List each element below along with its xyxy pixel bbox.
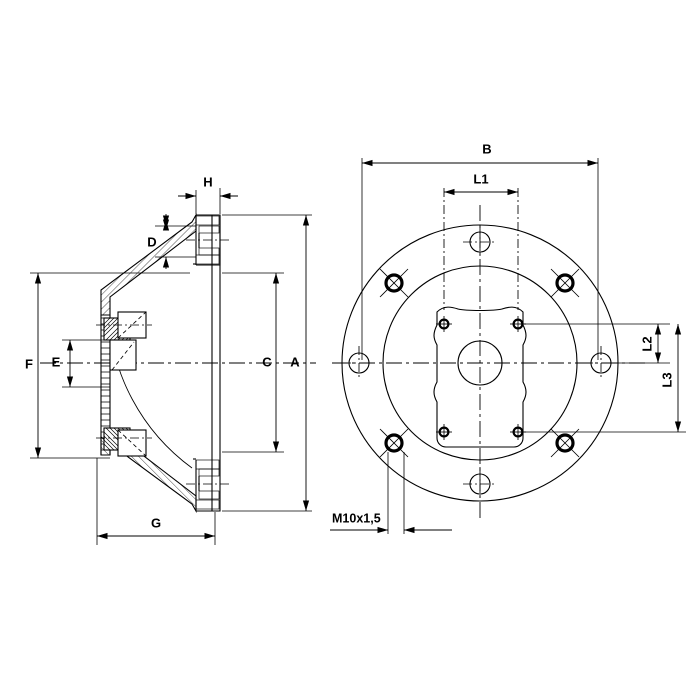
dimension-label-L2: L2 [639, 336, 654, 351]
dimension-G: G [96, 458, 216, 545]
plain-hole-top [463, 225, 497, 259]
dimension-D: D [147, 214, 196, 269]
threaded-hole-bottom-right [550, 428, 580, 458]
dimension-L3: L3 [520, 324, 686, 433]
cross-section-view: H D F E C [25, 174, 316, 545]
plain-hole-left [342, 346, 376, 380]
threaded-hole-top-right [550, 268, 580, 298]
dimension-label-H: H [203, 174, 212, 189]
dimension-label-E: E [52, 354, 61, 369]
dimension-L1: L1 [443, 171, 519, 310]
dimension-C: C [222, 272, 284, 453]
dimension-label-G: G [151, 515, 161, 530]
front-circular-view: B L1 L2 L3 M10x1,5 [330, 141, 686, 534]
threaded-hole-top-left [379, 268, 409, 298]
dimension-label-D: D [147, 234, 156, 249]
dimension-label-F: F [25, 356, 33, 371]
dimension-label-L1: L1 [473, 171, 488, 186]
plate-hole-top-left [436, 316, 452, 332]
dimension-L2: L2 [520, 323, 670, 364]
housing-wall-upper [100, 212, 197, 316]
dimension-H: H [178, 174, 238, 214]
thread-callout-M10: M10x1,5 [330, 452, 452, 534]
plate-hole-bottom-left [436, 424, 452, 440]
inner-register-circle [382, 265, 578, 461]
plain-hole-bottom [463, 467, 497, 501]
dimension-E: E [52, 339, 110, 388]
dimension-B: B [361, 141, 599, 360]
thread-spec-label: M10x1,5 [332, 511, 381, 525]
mid-step-block [109, 339, 137, 371]
mounting-flange [186, 214, 230, 512]
dimension-label-A: A [290, 354, 300, 369]
center-bore [457, 340, 503, 386]
dimension-label-C: C [262, 354, 272, 369]
dimension-A: A [222, 214, 312, 512]
lower-bolt-boss [96, 427, 152, 457]
dimension-label-L3: L3 [659, 372, 674, 387]
threaded-hole-bottom-left [379, 428, 409, 458]
dimension-label-B: B [482, 141, 491, 156]
center-mounting-plate [433, 306, 527, 448]
upper-bolt-boss [96, 311, 152, 341]
